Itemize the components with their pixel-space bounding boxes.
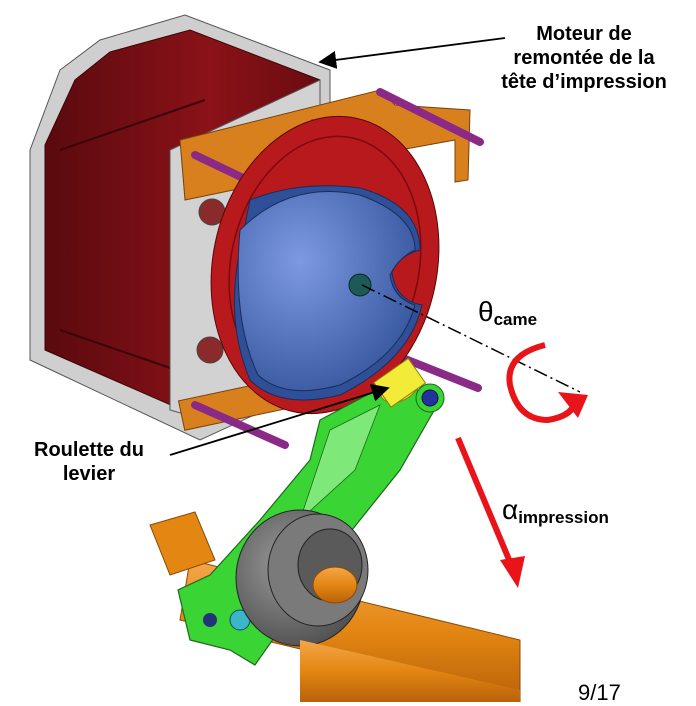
roulette-leader-line: [169, 384, 390, 456]
roulette-label-line2: levier: [62, 463, 116, 485]
motor-label-line3: tête d’impression: [501, 71, 667, 93]
roller-axle: [421, 389, 439, 407]
page-number: 9/17: [578, 680, 621, 705]
cam: [233, 185, 423, 401]
alpha-impression-arrow: [455, 436, 525, 588]
roulette-label-line1: Roulette du: [34, 439, 144, 461]
lever-hub: [235, 509, 520, 702]
frame-hole-bottom: [196, 336, 224, 364]
motor-label-line2: remontée de la: [513, 47, 655, 69]
cam-hub-hole: [348, 273, 372, 297]
motor-leader-line: [318, 37, 506, 69]
motor-label-line1: Moteur de: [536, 23, 632, 45]
cam-rotation-axis: [361, 284, 581, 393]
motor-label: Moteur de remontée de la tête d’impressi…: [476, 22, 692, 94]
roulette-label: Roulette du levier: [4, 438, 174, 486]
theta-subscript: came: [493, 310, 538, 329]
theta-rotation-arrow: [506, 342, 588, 424]
alpha-impression-label: αimpression: [502, 496, 609, 530]
theta-came-label: θcame: [478, 298, 538, 332]
theta-symbol: θ: [478, 296, 494, 327]
alpha-subscript: impression: [518, 508, 609, 527]
alpha-symbol: α: [502, 494, 519, 525]
